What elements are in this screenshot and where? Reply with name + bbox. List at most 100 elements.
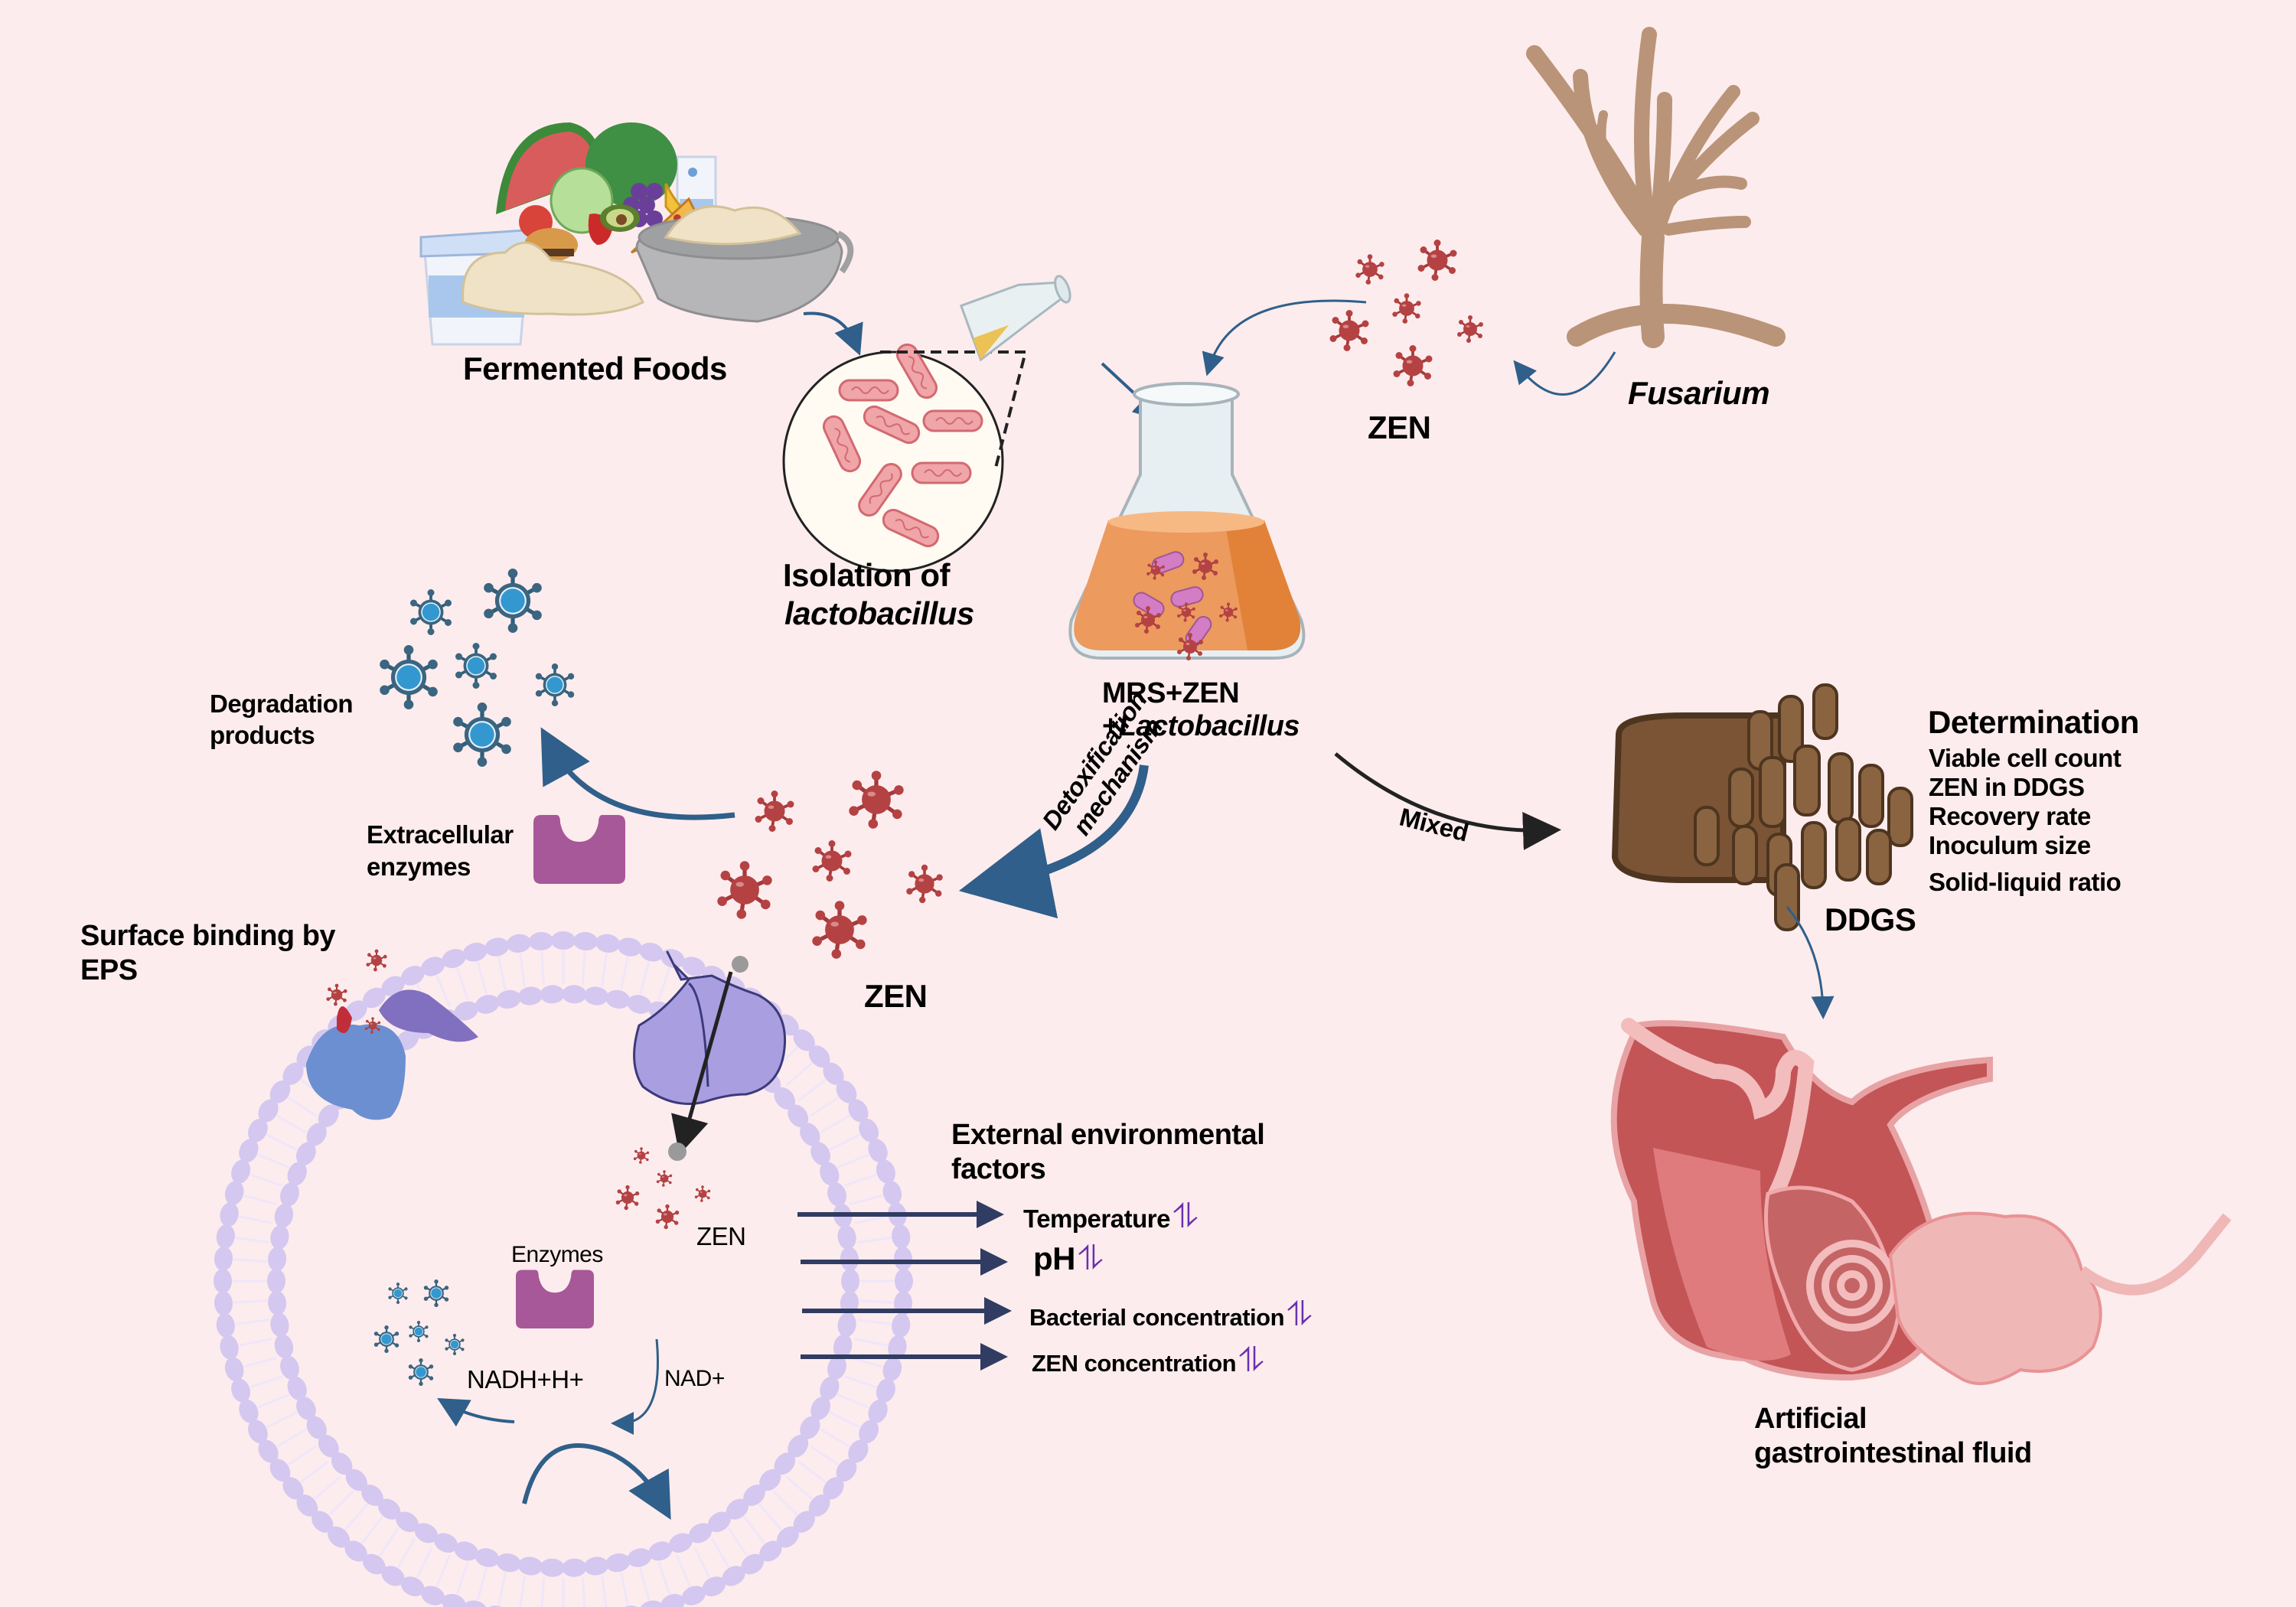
- membrane-lipid-tail: [743, 1515, 766, 1544]
- membrane-lipid-bead: [648, 1541, 673, 1561]
- external-factor-arrows: [797, 1201, 1012, 1371]
- membrane-lipid-bead: [496, 1553, 521, 1573]
- membrane-lipid-tail: [581, 1577, 586, 1607]
- membrane-lipid-bead: [362, 987, 386, 1009]
- membrane-lipid-tail: [758, 1503, 782, 1530]
- up-down-arrows-icon: ⥮: [1239, 1341, 1264, 1379]
- membrane-lipid-bead: [318, 1104, 339, 1128]
- arrow-fusarium-to-zen: [1513, 351, 1616, 396]
- membrane-lipid-bead: [518, 986, 543, 1006]
- membrane-lipid-bead: [414, 1523, 439, 1543]
- membrane-lipid-tail: [360, 1515, 383, 1544]
- membrane-lipid-bead: [892, 1224, 911, 1249]
- membrane-lipid-tail: [850, 1356, 883, 1368]
- fusarium-fungus: [1526, 27, 1786, 348]
- membrane-lipid-bead: [258, 1439, 279, 1463]
- membrane-lipid-bead: [836, 1459, 857, 1482]
- label-gi-line2: gastrointestinal fluid: [1754, 1437, 2032, 1469]
- membrane-lipid-tail: [239, 1215, 272, 1224]
- membrane-lipid-tail: [476, 961, 488, 995]
- membrane-lipid-tail: [276, 1428, 307, 1448]
- membrane-lipid-bead: [318, 1434, 339, 1458]
- membrane-lipid-bead: [224, 1357, 244, 1381]
- membrane-lipid-bead: [605, 1553, 631, 1573]
- membrane-lipid-bead: [267, 1269, 285, 1293]
- label-cell-zen: ZEN: [696, 1222, 746, 1250]
- membrane-lipid-bead: [595, 934, 621, 953]
- external-factor-zen-concentration: ZEN concentration⥮: [1032, 1341, 1264, 1379]
- label-flask-line2: +Lactobacillus: [1102, 710, 1300, 743]
- membrane-lipid-tail: [693, 1547, 711, 1579]
- membrane-lipid-bead: [562, 985, 587, 1004]
- membrane-lipid-bead: [231, 1159, 251, 1184]
- membrane-lipid-bead: [617, 937, 642, 957]
- membrane-lipid-bead: [627, 995, 652, 1014]
- membrane-lipid-bead: [220, 1202, 239, 1227]
- membrane-lipid-tail: [854, 1215, 888, 1224]
- membrane-lipid-bead: [810, 1142, 830, 1165]
- membrane-lipid-bead: [434, 1533, 458, 1553]
- membrane-lipid-bead: [224, 1181, 244, 1205]
- membrane-lipid-bead: [463, 942, 488, 962]
- extracellular-enzyme-icon: [533, 815, 625, 884]
- arrow-zen-to-flask: [1202, 299, 1367, 376]
- membrane-lipid-bead: [216, 1224, 235, 1249]
- membrane-lipid-bead: [668, 1533, 693, 1553]
- membrane-lipid-tail: [857, 1319, 892, 1325]
- membrane-lipid-bead: [726, 1498, 748, 1520]
- membrane-lipid-bead: [270, 1312, 289, 1338]
- membrane-lipid-bead: [239, 1139, 259, 1163]
- external-factor-ph: pH⥮: [1033, 1240, 1103, 1277]
- membrane-lipid-tail: [785, 1475, 813, 1500]
- membrane-lipid-bead: [306, 1123, 327, 1146]
- membrane-lipid-bead: [306, 1416, 327, 1439]
- membrane-lipid-tail: [476, 1567, 488, 1601]
- membrane-lipid-bead: [216, 1313, 235, 1338]
- determination-item: Recovery rate: [1929, 802, 2091, 830]
- membrane-lipid-bead: [848, 1099, 869, 1123]
- determination-list: Viable cell count ZEN in DDGS Recovery r…: [1929, 744, 2122, 897]
- membrane-lipid-bead: [328, 1526, 350, 1548]
- membrane-lipid-bead: [707, 1511, 731, 1533]
- membrane-lipid-bead: [808, 1045, 830, 1068]
- membrane-lipid-tail: [233, 1299, 267, 1304]
- factor-label: Bacterial concentration: [1029, 1304, 1285, 1331]
- membrane-lipid-bead: [442, 1593, 466, 1607]
- membrane-lipid-bead: [475, 1548, 500, 1567]
- eps-protein: [306, 948, 478, 1120]
- membrane-lipid-bead: [421, 1586, 445, 1605]
- membrane-lipid-tail: [850, 1194, 883, 1206]
- membrane-lipid-tail: [519, 1575, 526, 1607]
- membrane-lipid-tail: [797, 1078, 827, 1101]
- membrane-lipid-bead: [214, 1246, 233, 1271]
- membrane-lipid-tail: [540, 950, 546, 985]
- label-fermented-foods: Fermented Foods: [463, 350, 727, 386]
- gastrointestinal-tract: [1610, 1018, 2232, 1385]
- determination-item: Viable cell count: [1929, 744, 2122, 772]
- up-down-arrows-icon: ⥮: [1287, 1296, 1312, 1333]
- membrane-lipid-tail: [497, 1572, 507, 1605]
- membrane-lipid-bead: [463, 1600, 488, 1607]
- membrane-lipid-bead: [506, 934, 531, 953]
- membrane-lipid-bead: [837, 1312, 856, 1338]
- membrane-lipid-tail: [396, 1537, 416, 1568]
- membrane-lipid-tail: [416, 1547, 433, 1579]
- membrane-lipid-tail: [829, 1411, 861, 1429]
- membrane-lipid-bead: [840, 1247, 859, 1272]
- membrane-lipid-bead: [823, 1062, 844, 1085]
- membrane-lipid-tail: [344, 1503, 369, 1530]
- membrane-lipid-tail: [314, 1475, 341, 1500]
- membrane-lipid-bead: [475, 995, 500, 1014]
- membrane-lipid-bead: [743, 1485, 765, 1506]
- up-down-arrows-icon: ⥮: [1078, 1240, 1103, 1277]
- membrane-lipid-tail: [435, 1554, 451, 1587]
- membrane-lipid-tail: [257, 1393, 290, 1409]
- label-surface-line1: Surface binding by: [80, 920, 336, 952]
- membrane-lipid-tail: [676, 1554, 691, 1587]
- membrane-lipid-bead: [331, 1452, 353, 1475]
- membrane-lipid-tail: [497, 957, 507, 990]
- membrane-lipid-bead: [282, 1062, 304, 1085]
- membrane-lipid-tail: [638, 1567, 651, 1601]
- membrane-lipid-bead: [442, 949, 466, 969]
